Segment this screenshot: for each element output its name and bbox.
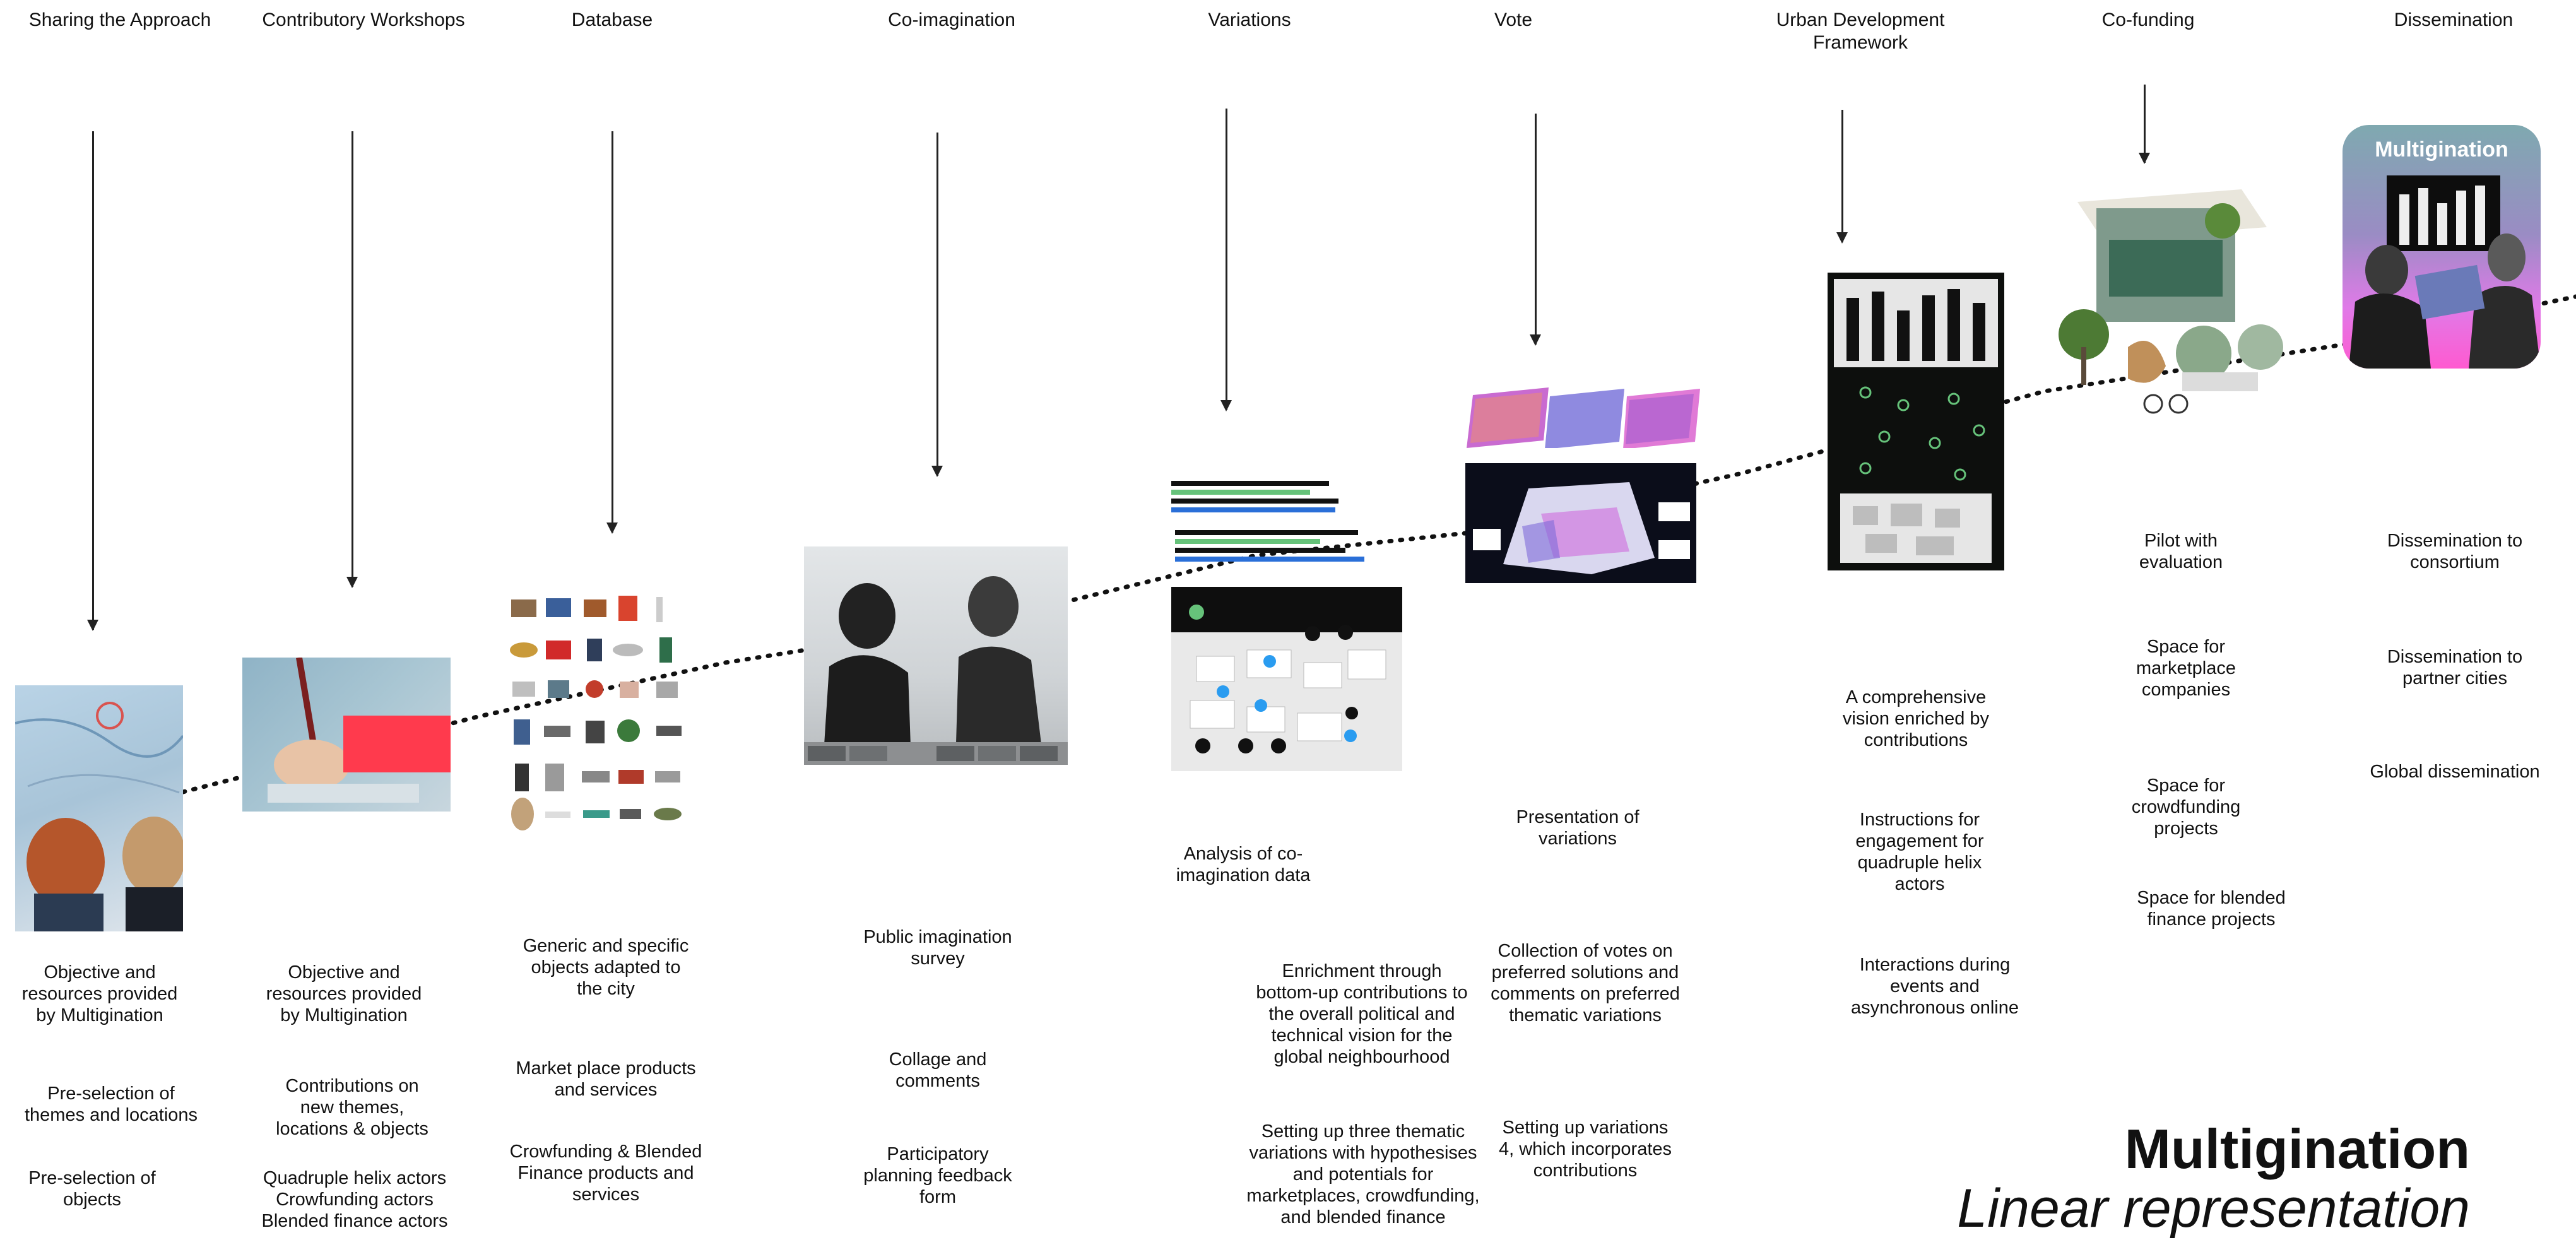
sharing-objective-text: Objective and resources provided by Mult… bbox=[21, 962, 178, 1025]
database-marketplace-text: Market place products and services bbox=[516, 1058, 696, 1100]
variations-bars bbox=[1171, 481, 1364, 562]
variations-3d-map bbox=[1171, 587, 1402, 771]
stage-title-co-funding: Co-funding bbox=[2101, 9, 2195, 30]
cofunding-marketplace-text: Space for marketplace companies bbox=[2136, 637, 2236, 700]
sharing-preselection-themes-text: Pre-selection of themes and locations bbox=[24, 1084, 198, 1125]
vote-projection-photo bbox=[1465, 463, 1696, 583]
multigination-badge: Multigination bbox=[2343, 125, 2541, 369]
vote-variation4-text: Setting up variations 4, which incorpora… bbox=[1498, 1118, 1672, 1181]
stage-title-database: Database bbox=[571, 9, 653, 30]
arrow-vote bbox=[1530, 114, 1541, 346]
framework-interactions-text: Interactions during events and asynchron… bbox=[1850, 955, 2019, 1018]
cofunding-crowdfunding-text: Space for crowdfunding projects bbox=[2131, 776, 2241, 839]
co-imagination-photo bbox=[804, 546, 1068, 765]
stage-title-co-imagination: Co-imagination bbox=[888, 9, 1015, 30]
coimagination-survey-text: Public imagination survey bbox=[863, 927, 1012, 969]
dissemination-consortium-text: Dissemination to consortium bbox=[2387, 531, 2523, 572]
badge-label: Multigination bbox=[2375, 138, 2508, 162]
workshops-actors-text: Quadruple helix actors Crowfunding actor… bbox=[261, 1168, 448, 1231]
urban-framework-dashboard bbox=[1828, 273, 2004, 570]
arrow-urban-development-framework bbox=[1836, 110, 1848, 244]
database-objects-text: Generic and specific objects adapted to … bbox=[523, 936, 689, 999]
brand-title: Multigination bbox=[2124, 1118, 2470, 1180]
isometric-blocks bbox=[1171, 587, 1402, 753]
dissemination-partner-cities-text: Dissemination to partner cities bbox=[2387, 647, 2523, 688]
coimagination-feedback-text: Participatory planning feedback form bbox=[863, 1144, 1012, 1207]
workshop-photo-map bbox=[15, 685, 183, 931]
stage-title-urban-development-framework: Urban Development Framework bbox=[1776, 9, 1945, 53]
workshops-contributions-text: Contributions on new themes, locations &… bbox=[276, 1076, 428, 1139]
variations-analysis-text: Analysis of co- imagination data bbox=[1176, 844, 1311, 885]
dissemination-global-text: Global dissemination bbox=[2370, 762, 2540, 782]
vote-thumbnails bbox=[1467, 387, 1704, 448]
cofunding-pilot-text: Pilot with evaluation bbox=[2139, 531, 2223, 572]
framework-vision-text: A comprehensive vision enriched by contr… bbox=[1842, 687, 1990, 750]
dashboard-bars-and-map bbox=[1834, 279, 1998, 563]
arrow-co-imagination bbox=[931, 133, 943, 477]
arrow-sharing-approach bbox=[87, 131, 98, 631]
coimagination-collage-text: Collage and comments bbox=[889, 1049, 987, 1091]
stage-title-sharing-approach: Sharing the Approach bbox=[28, 9, 211, 30]
stage-title-contributory-workshops: Contributory Workshops bbox=[262, 9, 465, 30]
stage-title-dissemination: Dissemination bbox=[2394, 9, 2514, 30]
cofunding-blended-text: Space for blended finance projects bbox=[2137, 888, 2286, 930]
variations-thematic-text: Setting up three thematic variations wit… bbox=[1246, 1121, 1480, 1227]
variations-enrichment-text: Enrichment through bottom-up contributio… bbox=[1256, 961, 1468, 1067]
workshop-photo-drawing bbox=[242, 658, 451, 812]
database-finance-text: Crowfunding & Blended Finance products a… bbox=[509, 1142, 702, 1205]
stage-title-variations: Variations bbox=[1208, 9, 1291, 30]
brand-subtitle: Linear representation bbox=[1957, 1178, 2470, 1239]
stage-title-vote: Vote bbox=[1494, 9, 1533, 30]
arrow-co-funding bbox=[2139, 85, 2150, 164]
two-people-screen-illustration bbox=[804, 576, 1068, 765]
map-people-illustration bbox=[15, 702, 183, 931]
badge-illustration bbox=[2349, 175, 2541, 369]
workshops-objective-text: Objective and resources provided by Mult… bbox=[266, 962, 422, 1025]
arrow-variations bbox=[1220, 109, 1232, 411]
variations-bar-chart bbox=[1171, 477, 1424, 569]
arrow-database bbox=[606, 131, 618, 534]
co-funding-collage bbox=[2059, 164, 2286, 429]
vote-colorful-tiles bbox=[1467, 387, 1700, 448]
building-projection bbox=[1473, 482, 1690, 574]
vote-presentation-text: Presentation of variations bbox=[1516, 807, 1640, 849]
sharing-preselection-objects-text: Pre-selection of objects bbox=[28, 1168, 156, 1210]
database-object-grid bbox=[505, 593, 694, 839]
vote-collection-text: Collection of votes on preferred solutio… bbox=[1491, 941, 1680, 1025]
framework-instructions-text: Instructions for engagement for quadrupl… bbox=[1855, 810, 1984, 894]
object-catalog-icons bbox=[510, 596, 682, 830]
arrow-contributory-workshops bbox=[346, 131, 358, 588]
pavilion-and-trees bbox=[2059, 189, 2283, 414]
drawing-hand-illustration bbox=[268, 658, 451, 803]
